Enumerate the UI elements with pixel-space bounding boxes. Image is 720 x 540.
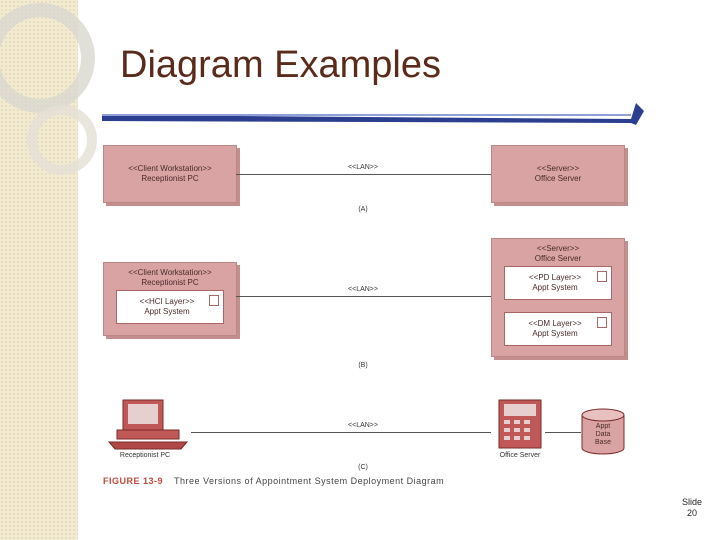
b-pd-component: <<PD Layer>> Appt System [504, 266, 612, 300]
b-client-node: <<Client Workstation>> Receptionist PC <… [103, 262, 237, 336]
b-hci-label: <<HCI Layer>> Appt System [139, 297, 195, 316]
a-server-node: <<Server>> Office Server [491, 145, 625, 203]
slide-number: 20 [687, 508, 698, 518]
b-lan-line [236, 296, 491, 297]
b-server-node: <<Server>> Office Server <<PD Layer>> Ap… [491, 238, 625, 357]
page-title: Diagram Examples [120, 44, 441, 86]
c-db-label: Appt Data Base [595, 423, 611, 446]
b-hci-component: <<HCI Layer>> Appt System [116, 290, 224, 324]
figure-number: FIGURE 13-9 [103, 476, 164, 486]
a-lan-label: <<LAN>> [348, 164, 378, 171]
b-pd-label: <<PD Layer>> Appt System [528, 273, 582, 292]
b-client-label: <<Client Workstation>> Receptionist PC [128, 268, 212, 287]
b-dm-label: <<DM Layer>> Appt System [528, 319, 582, 338]
component-icon [597, 271, 607, 282]
component-icon [597, 317, 607, 328]
c-pc-label: Receptionist PC [119, 452, 171, 459]
c-lan-label: <<LAN>> [348, 422, 378, 429]
c-caption: (C) [358, 464, 368, 471]
pc-icon [107, 399, 189, 450]
b-server-label: <<Server>> Office Server [534, 244, 582, 263]
b-dm-component: <<DM Layer>> Appt System [504, 312, 612, 346]
a-lan-line [236, 174, 491, 175]
slide-label: Slide [682, 497, 703, 507]
a-client-node: <<Client Workstation>> Receptionist PC [103, 145, 237, 203]
database-icon [581, 408, 625, 455]
b-lan-label: <<LAN>> [348, 286, 378, 293]
figure-caption-text: Three Versions of Appointment System Dep… [174, 476, 445, 486]
c-lan-line [191, 432, 491, 433]
decorative-circles [0, 3, 97, 175]
b-caption: (B) [358, 362, 368, 369]
slide-number-box: Slide 20 [682, 497, 702, 519]
a-client-label: <<Client Workstation>> Receptionist PC [128, 164, 212, 183]
a-server-label: <<Server>> Office Server [534, 164, 582, 183]
figure-caption: FIGURE 13-9 Three Versions of Appointmen… [103, 476, 444, 486]
server-icon [498, 399, 542, 449]
c-db-line [545, 432, 581, 433]
deployment-diagram-figure: <<Client Workstation>> Receptionist PC <… [103, 140, 640, 488]
a-caption: (A) [358, 206, 368, 213]
title-underline-arrow [102, 103, 644, 125]
component-icon [209, 295, 219, 306]
c-server-label: Office Server [499, 452, 541, 459]
